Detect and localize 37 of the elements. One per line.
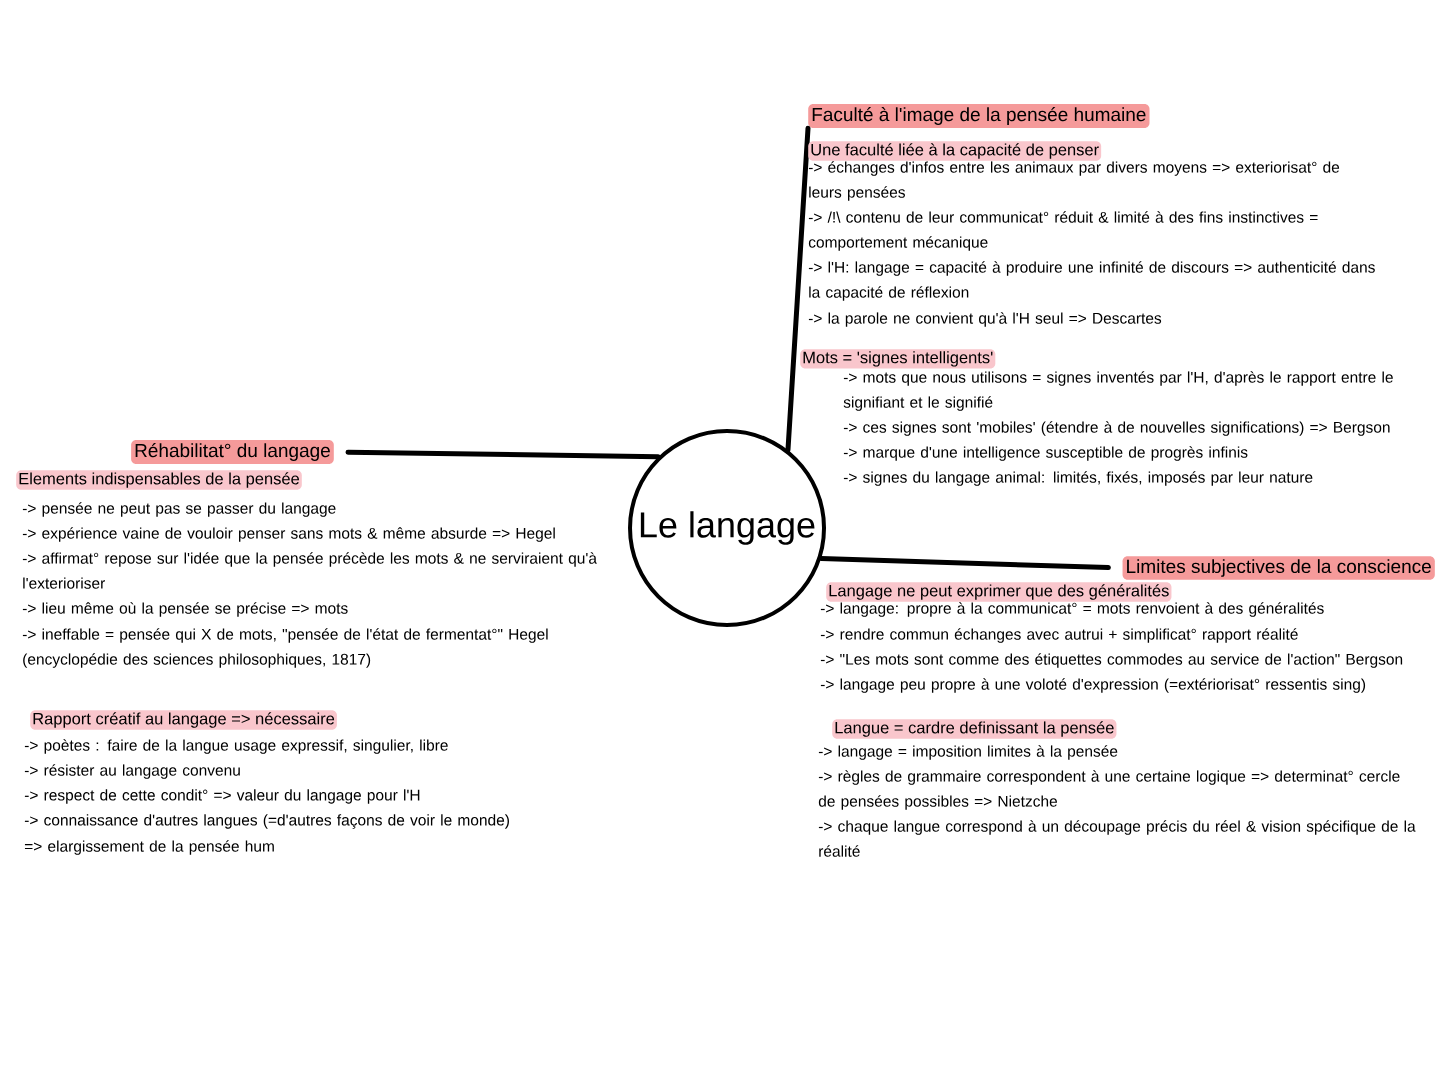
- bullet-note: -> expérience vaine de vouloir penser sans mots & même absurde => Hegel: [22, 527, 555, 542]
- bullet-note: -> règles de grammaire correspondent à une certaine logique => determinat° cercle de pensées possibles => Nietzche: [818, 770, 1400, 810]
- subheading: Une faculté liée à la capacité de penser: [808, 141, 1102, 161]
- bullet-note: -> signes du langage animal: limités, fixés, imposés par leur nature: [843, 471, 1313, 486]
- bullet-note: -> langage: propre à la communicat° = mots renvoient à des généralités: [820, 602, 1324, 617]
- topic-heading: Faculté à l'image de la pensée humaine: [808, 104, 1150, 128]
- topic-heading: Réhabilitat° du langage: [131, 440, 334, 464]
- bullet-note: -> la parole ne convient qu'à l'H seul => Descartes: [808, 312, 1162, 327]
- topic-heading: Limites subjectives de la conscience: [1122, 556, 1435, 580]
- subheading: Rapport créatif au langage => nécessaire: [30, 710, 337, 730]
- bullet-note: -> respect de cette condit° => valeur du langage pour l'H: [24, 789, 420, 804]
- bullet-note: -> ineffable = pensée qui X de mots, "pensée de l'état de fermentat°" Hegel (encyclopédie des sciences philosophiques, 1817): [22, 628, 548, 668]
- bullet-note: -> résister au langage convenu: [24, 764, 240, 779]
- bullet-note: -> poètes : faire de la langue usage expressif, singulier, libre: [24, 739, 448, 754]
- bullet-note: -> chaque langue correspond à un découpage précis du réel & vision spécifique de la réalité: [818, 820, 1416, 857]
- branch-line: [785, 125, 811, 453]
- bullet-note: -> pensée ne peut pas se passer du langage: [22, 502, 336, 517]
- bullet-note: -> affirmat° repose sur l'idée que la pensée précède les mots & ne serviraient qu'à l'exterioriser: [22, 552, 597, 589]
- branch-line: [345, 449, 661, 460]
- subheading: Langage ne peut exprimer que des généralités: [826, 582, 1172, 602]
- bullet-note: -> langage = imposition limites à la pensée: [818, 745, 1118, 760]
- bullet-note: -> échanges d'infos entre les animaux par divers moyens => exteriorisat° de leurs pensées: [808, 161, 1340, 201]
- bullet-note: -> connaissance d'autres langues (=d'autres façons de voir le monde): [24, 814, 509, 829]
- bullet-note: -> langage peu propre à une voloté d'expression (=extériorisat° ressentis sing): [820, 678, 1366, 693]
- subheading: Mots = 'signes intelligents': [800, 349, 996, 369]
- bullet-note: -> marque d'une intelligence susceptible de progrès infinis: [843, 446, 1248, 461]
- subheading: Langue = cardre definissant la pensée: [832, 719, 1117, 739]
- bullet-note: => elargissement de la pensée hum: [24, 840, 274, 855]
- bullet-note: -> /!\ contenu de leur communicat° réduit & limité à des fins instinctives = comportement mécanique: [808, 211, 1318, 251]
- bullet-note: -> mots que nous utilisons = signes inventés par l'H, d'après le rapport entre le signifiant et le signifié: [843, 371, 1393, 411]
- bullet-note: -> ces signes sont 'mobiles' (étendre à de nouvelles significations) => Bergson: [843, 421, 1390, 436]
- bullet-note: -> "Les mots sont comme des étiquettes commodes au service de l'action" Bergson: [820, 653, 1403, 668]
- subheading: Elements indispensables de la pensée: [16, 470, 302, 490]
- bullet-note: -> lieu même où la pensée se précise => mots: [22, 602, 348, 617]
- branch-line: [818, 556, 1111, 571]
- bullet-note: -> rendre commun échanges avec autrui + simplificat° rapport réalité: [820, 628, 1298, 643]
- bullet-note: -> l'H: langage = capacité à produire une infinité de discours => authenticité dans la capacité de réflexion: [808, 261, 1375, 301]
